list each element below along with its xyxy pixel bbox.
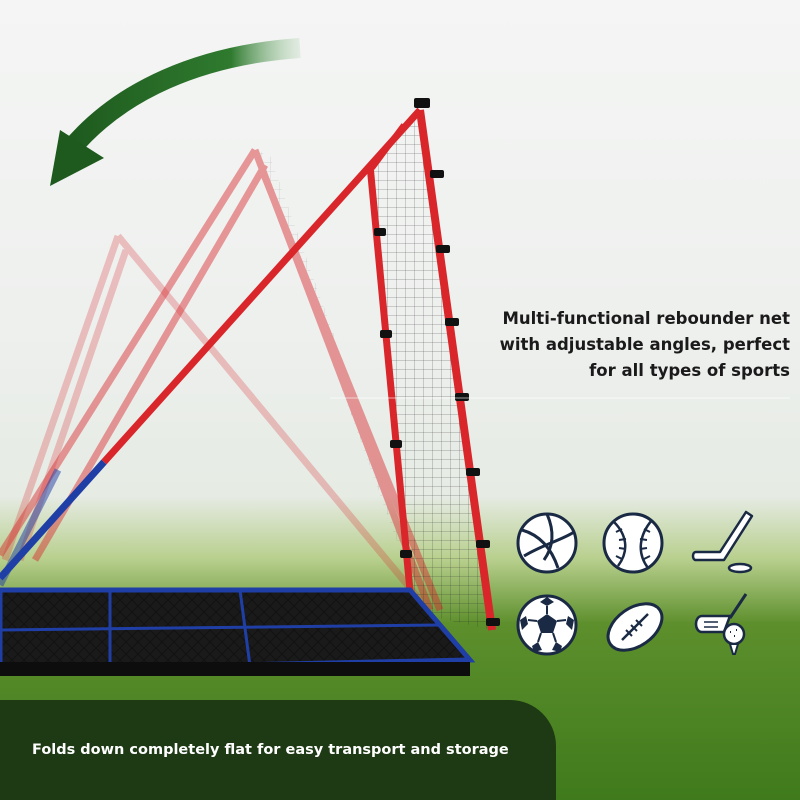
fold-direction-arrow-icon	[50, 38, 301, 186]
hockey-icon	[690, 510, 756, 576]
footer-banner: Folds down completely flat for easy tran…	[0, 700, 556, 800]
football-icon	[602, 594, 668, 660]
headline-line-2: with adjustable angles, perfect	[499, 335, 790, 354]
volleyball-icon	[514, 510, 580, 576]
baseball-icon	[600, 510, 666, 576]
golf-icon	[690, 592, 756, 658]
soccer-ball-icon	[514, 592, 580, 658]
headline-line-3: for all types of sports	[589, 361, 790, 380]
folded-flat-net	[0, 587, 476, 676]
frame-legs	[0, 459, 107, 587]
headline-line-1: Multi-functional rebounder net	[502, 309, 790, 328]
rebounder-frame	[101, 98, 500, 631]
feature-headline: Multi-functional rebounder net with adju…	[470, 306, 790, 384]
footer-caption: Folds down completely flat for easy tran…	[32, 742, 509, 758]
